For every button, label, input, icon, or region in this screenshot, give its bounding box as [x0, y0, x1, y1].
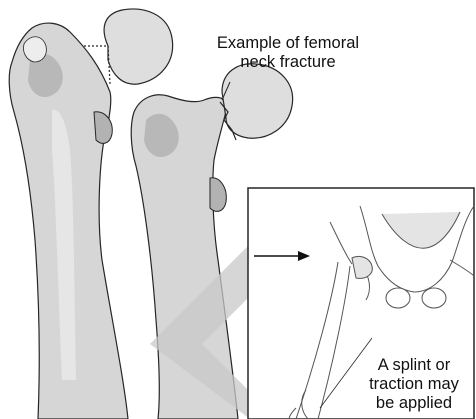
splint-annotation: A splint or traction may be applied — [358, 356, 470, 413]
fracture-annotation-line-2: neck fracture — [188, 53, 388, 72]
fractured-femur-lesser-trochanter — [210, 178, 226, 212]
fracture-annotation-line-1: Example of femoral — [188, 34, 388, 53]
intact-femur-greater-trochanter — [23, 37, 46, 62]
fracture-annotation: Example of femoral neck fracture — [188, 34, 388, 72]
splint-annotation-line-3: be applied — [358, 394, 470, 413]
splint-annotation-line-2: traction may — [358, 375, 470, 394]
intact-femur-head — [104, 9, 173, 84]
fractured-femur-head — [222, 64, 293, 138]
splint-annotation-line-1: A splint or — [358, 356, 470, 375]
